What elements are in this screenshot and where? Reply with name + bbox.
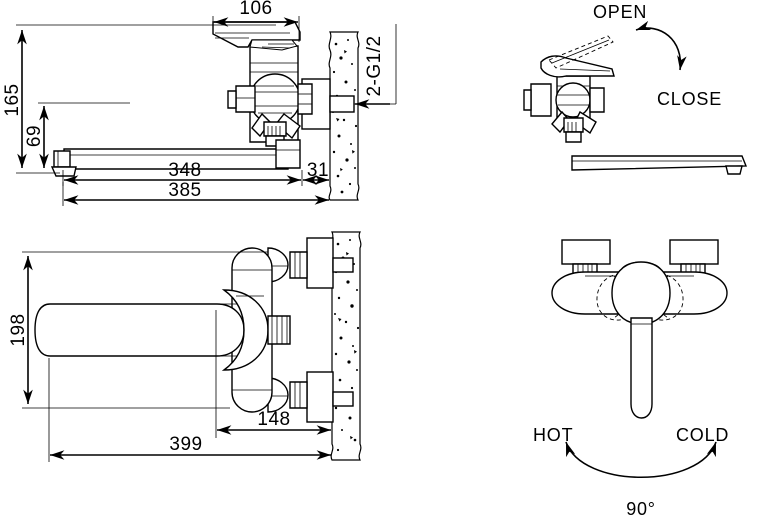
close-label: CLOSE — [657, 89, 722, 109]
dimension-148: 148 — [215, 310, 331, 438]
lever-handle-top — [611, 261, 671, 419]
lever-handle-open-phantom — [548, 35, 614, 69]
dimension-399: 399 — [48, 358, 331, 462]
dim-148-label: 148 — [257, 409, 290, 430]
dim-106-label: 106 — [239, 0, 272, 19]
spout-side — [50, 139, 301, 177]
wall-hatch-specks-upper — [332, 39, 358, 194]
thread-note-label: 2-G1/2 — [364, 35, 385, 96]
dimension-69: 69 — [24, 102, 130, 168]
dimension-106: 106 — [212, 0, 300, 42]
spout-front — [34, 289, 291, 371]
open-close-arrow — [635, 20, 687, 71]
dim-348-label: 348 — [168, 160, 201, 181]
view-temperature-operation: HOT COLD 90° — [533, 239, 729, 519]
view-front-elevation: 198 148 399 — [8, 231, 362, 462]
hot-cold-arrow — [565, 441, 717, 478]
dim-198-label: 198 — [8, 313, 29, 346]
thread-callout-2-g12: 2-G1/2 — [354, 24, 397, 109]
dimension-348: 348 — [62, 160, 303, 186]
lever-handle-closed — [540, 55, 615, 78]
open-label: OPEN — [593, 2, 647, 22]
dimension-385: 385 — [62, 180, 329, 206]
view-side-elevation: 165 69 106 348 31 — [2, 0, 397, 206]
dim-399-label: 399 — [169, 434, 202, 455]
inlet-top-front — [267, 237, 354, 289]
lever-handle-side — [212, 21, 301, 51]
dimension-198: 198 — [8, 251, 268, 409]
wall-section-upper — [328, 31, 360, 201]
dim-69-label: 69 — [24, 125, 45, 147]
faucet-body-side — [227, 45, 313, 147]
inlet-bottom-front — [267, 371, 354, 423]
spout-plate-operation — [571, 155, 748, 175]
hot-label: HOT — [533, 425, 573, 445]
cold-label: COLD — [676, 425, 729, 445]
faucet-body-operation — [523, 75, 605, 143]
dim-165-label: 165 — [2, 83, 23, 116]
view-lever-operation: OPEN CLOSE — [523, 2, 748, 175]
angle-label: 90° — [626, 499, 656, 519]
dimension-31: 31 — [303, 114, 331, 186]
dim-31-label: 31 — [307, 160, 329, 181]
dim-385-label: 385 — [168, 180, 201, 201]
dimension-165: 165 — [2, 24, 276, 174]
